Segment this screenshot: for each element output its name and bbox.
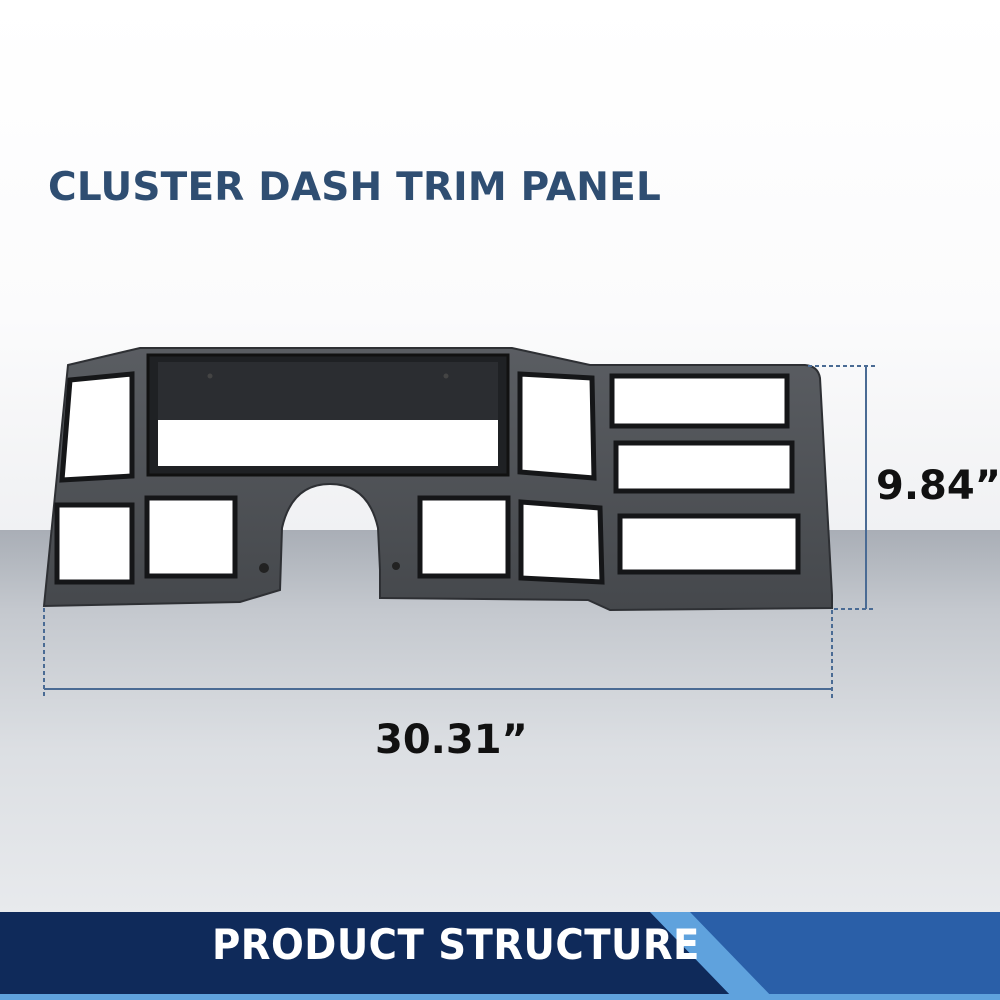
- screw-hole: [207, 373, 213, 379]
- gauge-window: [417, 495, 511, 579]
- gauge-window: [54, 502, 135, 585]
- height-dimension-label: 9.84”: [876, 463, 1000, 509]
- page-title: CLUSTER DASH TRIM PANEL: [48, 165, 662, 210]
- screw-hole: [443, 373, 449, 379]
- footer-banner-label: PRODUCT STRUCTURE: [212, 920, 700, 969]
- control-slot: [617, 513, 801, 575]
- screw-hole: [392, 562, 400, 570]
- gauge-window: [144, 495, 238, 579]
- screw-hole: [259, 563, 269, 573]
- control-slot: [609, 373, 790, 429]
- gauge-window: [517, 371, 597, 481]
- gauge-window: [59, 371, 135, 483]
- control-slot: [613, 440, 795, 494]
- footer-banner-shape: [0, 912, 1000, 1000]
- gauge-window: [518, 499, 605, 585]
- display-hood-inner: [158, 362, 498, 420]
- width-dimension-label: 30.31”: [375, 717, 528, 763]
- width-dimension-line: [43, 608, 833, 698]
- height-dimension-line: [808, 365, 876, 610]
